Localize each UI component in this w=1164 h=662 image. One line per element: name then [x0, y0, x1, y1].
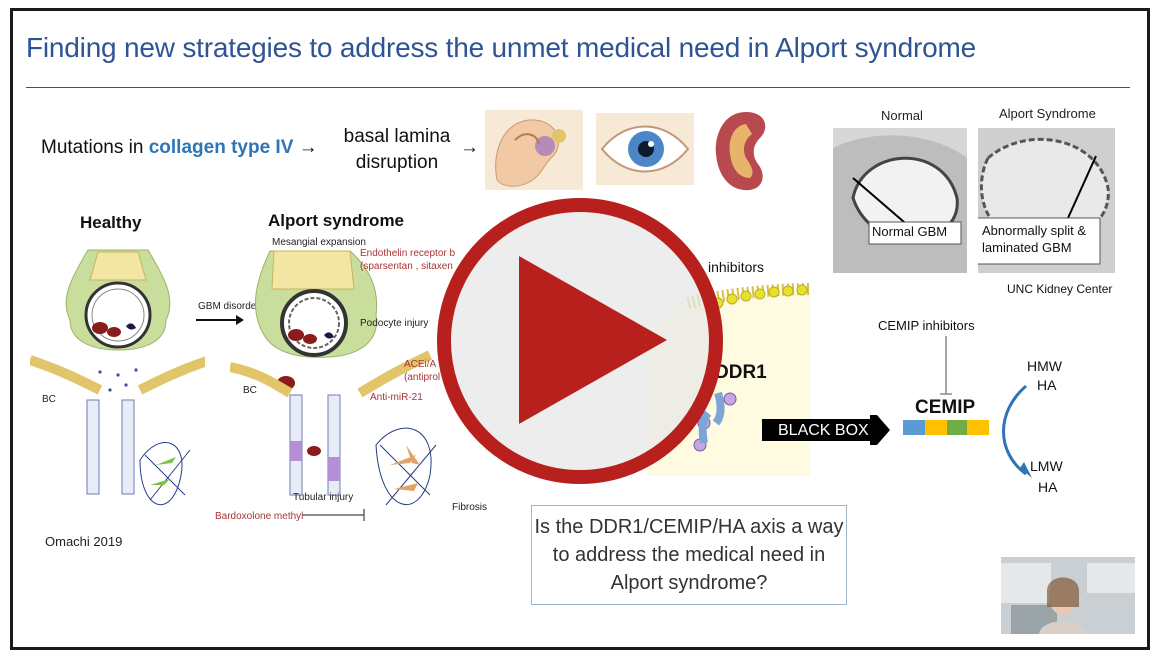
black-box-label: BLACK BOX [778, 422, 869, 439]
acei-label: ACEi/A [404, 359, 437, 370]
omachi-citation: Omachi 2019 [45, 534, 123, 549]
bardoxolone-inhibition-line [302, 509, 365, 521]
basal-lamina-text: basal lamina disruption [343, 126, 451, 173]
cemip-inhibitors-label: CEMIP inhibitors [878, 318, 975, 333]
collagen-highlight: collagen type IV [148, 137, 294, 158]
endothelin-label: Endothelin receptor b [360, 248, 456, 259]
ear-icon [485, 110, 583, 190]
cemip-label: CEMIP [915, 397, 976, 418]
kidney-icon [715, 112, 766, 191]
antimir-label: Anti-miR-21 [370, 392, 423, 403]
gbm-disorder-label: GBM disorder [198, 301, 260, 312]
question-box: Is the DDR1/CEMIP/HA axis a way to addre… [531, 505, 847, 605]
hmw-ha-label: HA [1037, 377, 1057, 393]
healthy-label: Healthy [80, 213, 142, 232]
healthy-glomerulus-diagram [30, 249, 205, 506]
cemip-protein-bar [903, 420, 989, 435]
play-icon[interactable] [437, 198, 723, 484]
tubular-label: Tubular injury [293, 492, 354, 503]
bardoxolone-label: Bardoxolone methyl [215, 511, 304, 522]
lmw-label: LMW [1030, 458, 1063, 474]
podocyte-label: Podocyte injury [360, 318, 429, 329]
normal-gbm-label: Normal GBM [872, 224, 948, 239]
normal-label: Normal [881, 108, 923, 123]
hmw-label: HMW [1027, 358, 1062, 374]
abnormal-gbm-label: Abnormally split & laminated GBM [982, 223, 1087, 255]
bc-label-right: BC [243, 385, 257, 396]
ddr1-label: DDR1 [715, 362, 767, 383]
inhibitors-label: inhibitors [708, 259, 765, 275]
basal-arrow: → [460, 137, 479, 158]
mesangial-label: Mesangial expansion [272, 237, 366, 248]
presenter-video [1001, 557, 1135, 634]
eye-icon [596, 113, 694, 185]
unc-credit: UNC Kidney Center [1007, 282, 1113, 296]
fibrosis-label: Fibrosis [452, 502, 488, 513]
presenter-avatar [1001, 557, 1135, 634]
gbm-arrow [196, 315, 244, 325]
sparsentan-label: (sparsentan , sitaxen [360, 261, 453, 272]
bc-label-left: BC [42, 394, 56, 405]
mutation-line: Mutations in collagen type IV → [41, 137, 318, 159]
lmw-ha-label: HA [1038, 479, 1058, 495]
title-divider [26, 87, 1130, 88]
alport-glomerulus-diagram [230, 250, 437, 506]
black-box-arrow [762, 415, 890, 445]
mutation-arrow: → [298, 137, 318, 158]
alport-micrograph [978, 128, 1115, 273]
normal-micrograph [833, 128, 967, 273]
slide-title: Finding new strategies to address the un… [26, 32, 976, 63]
alport-label: Alport syndrome [268, 211, 405, 230]
cemip-inhibition-line [940, 336, 952, 395]
antiprol-label: (antiprol [404, 372, 441, 383]
mutation-prefix: Mutations in [41, 137, 149, 158]
alport-syndrome-label: Alport Syndrome [999, 106, 1096, 121]
hmw-to-lmw-arrow [1002, 384, 1032, 478]
